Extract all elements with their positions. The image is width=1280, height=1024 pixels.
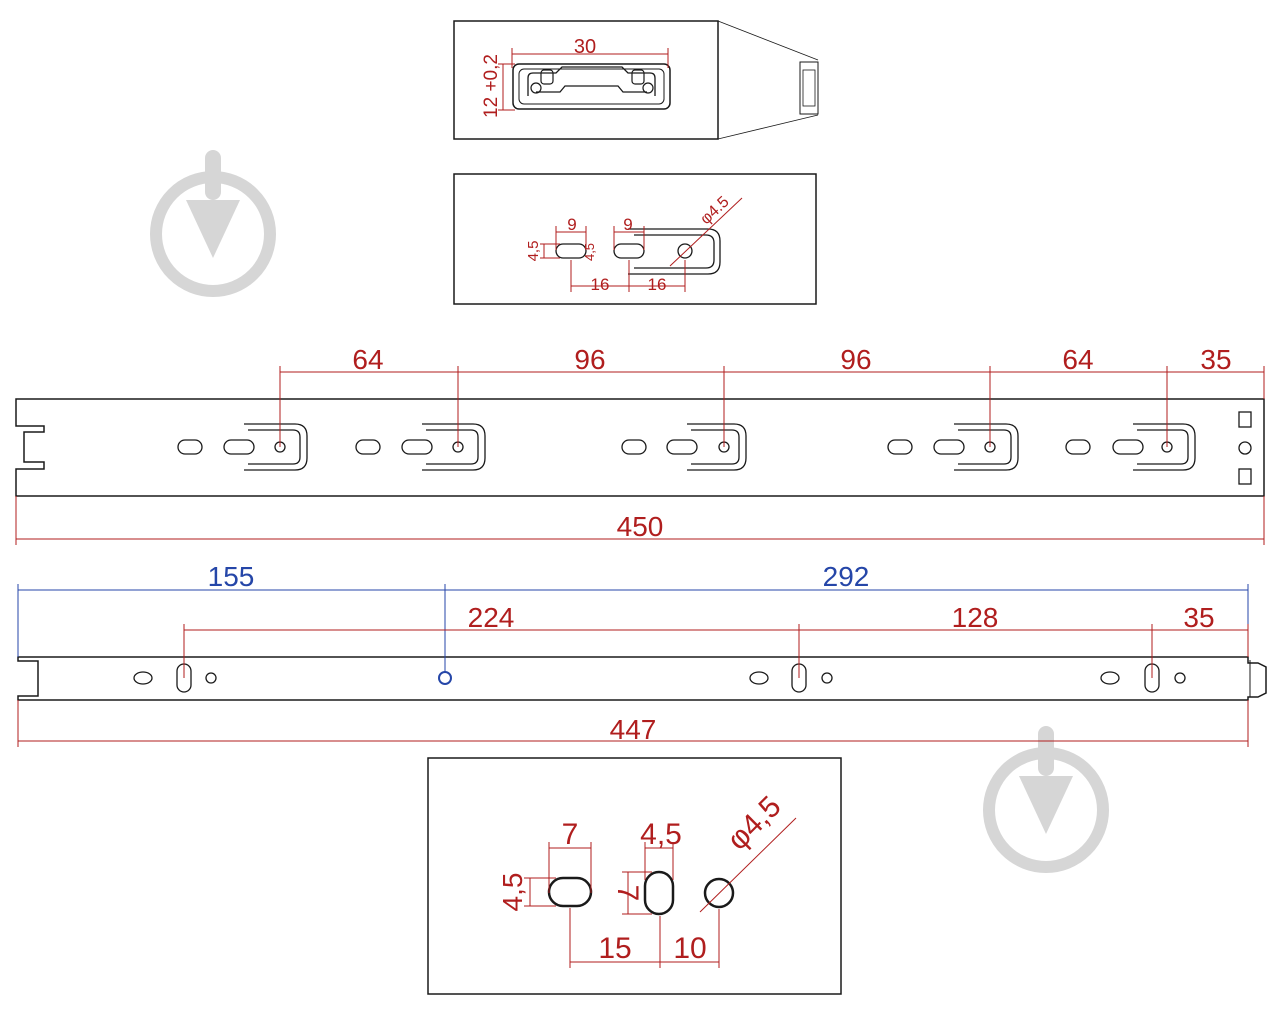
small-slot-length-label-b: 9 <box>623 215 632 234</box>
rail-top-slot-group-2 <box>355 423 486 471</box>
hole-detail-large: 7 4,5 4,5 7 15 10 φ4,5 <box>427 757 842 995</box>
rail-bottom-spacing-label-2: 128 <box>952 602 999 633</box>
small-slot-width-label-b: 4,5 <box>582 243 597 261</box>
rail-top-total-length-label: 450 <box>617 511 664 542</box>
rail-bottom-spacing-label-1: 224 <box>468 602 515 633</box>
large-spacing-label-b: 10 <box>673 932 706 965</box>
slot-detail-small: 9 9 4,5 4,5 16 16 φ4.5 <box>453 173 817 305</box>
profile-shape <box>512 63 671 110</box>
profile-height-label: 12 +0,2 <box>481 54 502 118</box>
rail-top-slot-group-3 <box>621 423 747 471</box>
large-slot-height-label: 7 <box>611 885 644 902</box>
rail-top-slot-group-5 <box>1065 423 1196 471</box>
small-spacing-label-b: 16 <box>648 275 667 294</box>
large-oval-height-label: 4,5 <box>497 873 528 912</box>
rail-bottom-total-length-label: 447 <box>610 714 657 745</box>
small-slot-length-label-a: 9 <box>567 215 576 234</box>
rail-bottom-blue-right-label: 292 <box>823 561 870 592</box>
small-spacing-label-a: 16 <box>591 275 610 294</box>
small-slot-width-label-a: 4,5 <box>525 241 542 262</box>
rail-bottom: 155 292 224 128 35 447 <box>17 561 1267 747</box>
large-spacing-label-a: 15 <box>598 932 631 965</box>
rail-top-spacing-label-1: 64 <box>352 344 383 375</box>
rail-top-spacing-label-5: 35 <box>1200 344 1231 375</box>
rail-top-spacing-label-3: 96 <box>840 344 871 375</box>
rail-top-slot-group-4 <box>887 423 1019 471</box>
large-oval-length-label: 7 <box>562 818 579 851</box>
profile-width-label: 30 <box>574 36 596 58</box>
profile-section-view: 30 12 +0,2 <box>453 20 819 140</box>
large-slot-width-label: 4,5 <box>640 818 682 851</box>
rail-top-spacing-label-4: 64 <box>1062 344 1093 375</box>
profile-small-reference <box>799 61 819 115</box>
watermark-logo-left <box>150 150 276 297</box>
watermark-logo-right <box>983 726 1109 873</box>
large-hole-diameter-label: φ4,5 <box>721 790 788 857</box>
rail-bottom-spacing-label-3: 35 <box>1183 602 1214 633</box>
rail-top-slot-group-1 <box>177 423 308 471</box>
rail-top: 64 96 96 64 35 450 <box>15 344 1265 545</box>
small-hole-diameter-label: φ4.5 <box>697 193 733 228</box>
rail-bottom-blue-left-label: 155 <box>208 561 255 592</box>
rail-top-spacing-label-2: 96 <box>574 344 605 375</box>
